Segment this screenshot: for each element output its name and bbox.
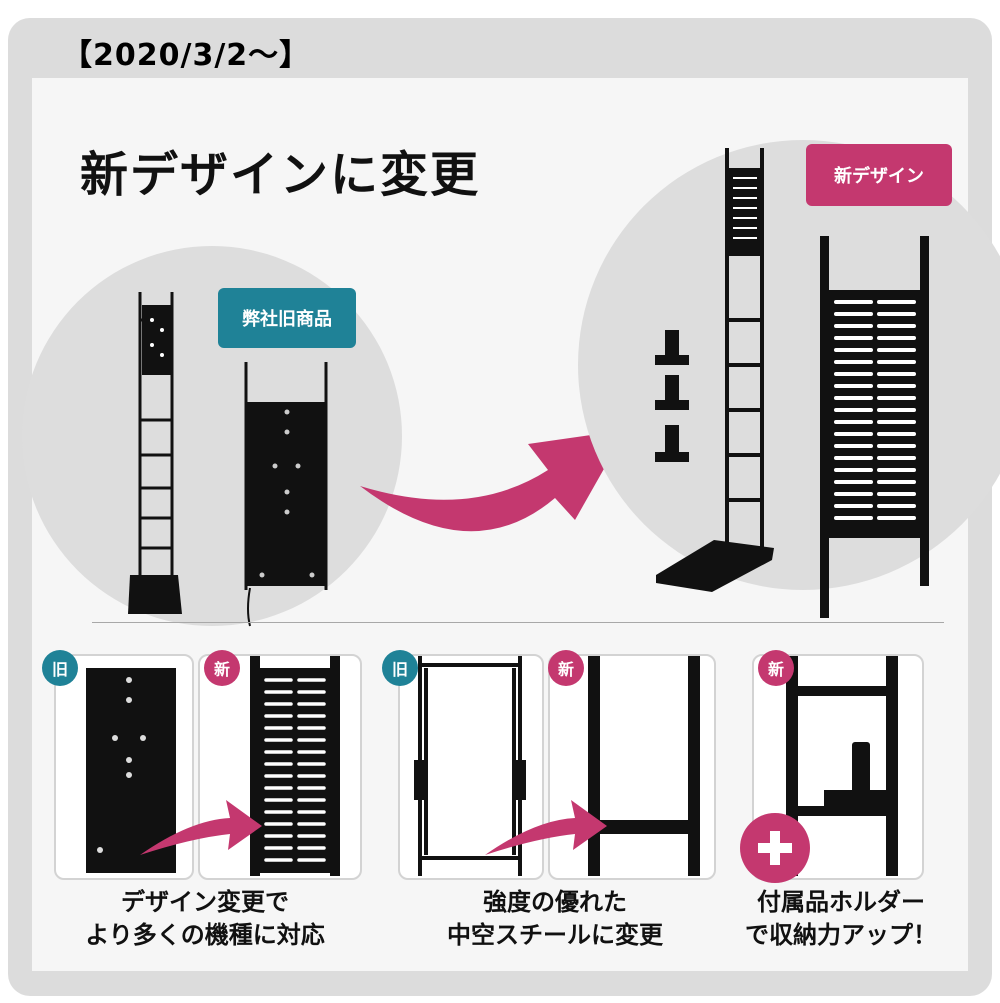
caption-design: デザイン変更で より多くの機種に対応 [60, 886, 350, 952]
new-tag-1: 新 [204, 650, 240, 686]
date-label: 【2020/3/2～】 [62, 38, 311, 73]
caption-strength: 強度の優れた 中空スチールに変更 [420, 886, 690, 952]
caption-strength-line-1: 強度の優れた [483, 888, 627, 916]
caption-holder: 付属品ホルダー で収納力アップ！ [728, 886, 954, 952]
new-tag-2: 新 [548, 650, 584, 686]
new-design-circle [578, 140, 1000, 590]
caption-holder-line-1: 付属品ホルダー [757, 888, 925, 916]
old-tag-1: 旧 [42, 650, 78, 686]
caption-design-line-2: より多くの機種に対応 [85, 921, 325, 949]
caption-strength-line-2: 中空スチールに変更 [447, 921, 663, 949]
old-product-badge: 弊社旧商品 [218, 288, 356, 348]
caption-design-line-1: デザイン変更で [121, 888, 289, 916]
page-title: 新デザインに変更 [80, 147, 481, 203]
caption-holder-line-2: で収納力アップ！ [745, 921, 937, 949]
section-divider [92, 622, 944, 623]
old-tag-2: 旧 [382, 650, 418, 686]
new-tag-3: 新 [758, 650, 794, 686]
new-design-badge: 新デザイン [806, 144, 952, 206]
